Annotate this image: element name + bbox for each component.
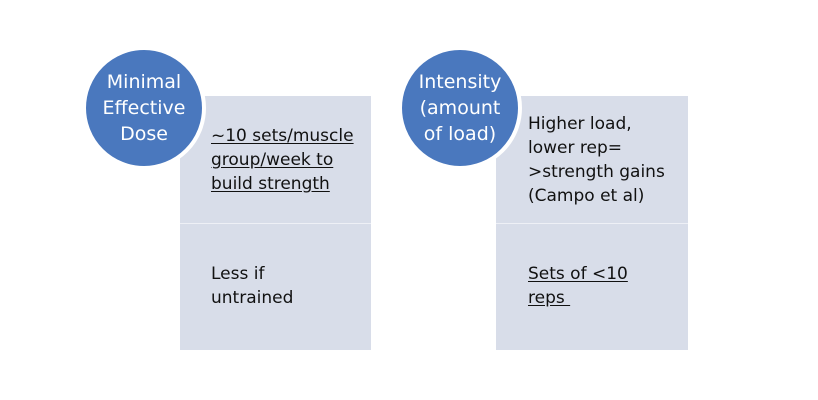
text-line: Less if xyxy=(211,264,265,284)
circle-line: of load) xyxy=(423,123,497,145)
panel-2-top-text: Higher load, lower rep= >strength gains … xyxy=(528,112,665,208)
panel-circle-1: Minimal Effective Dose xyxy=(82,46,206,170)
text-line: lower rep= xyxy=(528,138,622,158)
circle-line: Minimal xyxy=(106,71,182,93)
panel-circle-2: Intensity (amount of load) xyxy=(398,46,522,170)
text-line: Higher load, xyxy=(528,114,632,134)
text-line: (Campo et al) xyxy=(528,186,645,206)
circle-line: Intensity xyxy=(418,71,502,93)
panel-divider-2 xyxy=(496,223,688,224)
panel-1-bottom-text: Less if untrained xyxy=(211,262,293,310)
panel-2-bottom-text: Sets of <10 reps xyxy=(528,262,628,310)
panel-1-top-text: ~10 sets/muscle group/week to build stre… xyxy=(211,124,354,196)
text-line: untrained xyxy=(211,288,294,308)
circle-line: (amount xyxy=(419,97,501,119)
text-line: reps xyxy=(528,288,571,308)
panel-card-1 xyxy=(180,96,371,350)
text-line: >strength gains xyxy=(528,162,665,182)
text-line: ~10 sets/muscle xyxy=(211,126,354,146)
panel-divider-1 xyxy=(180,223,371,224)
panel-card-2 xyxy=(496,96,688,350)
text-line: group/week to xyxy=(211,150,334,170)
text-line: Sets of <10 xyxy=(528,264,628,284)
circle-line: Dose xyxy=(120,123,168,145)
circle-line: Effective xyxy=(102,97,186,119)
text-line: build strength xyxy=(211,174,330,194)
